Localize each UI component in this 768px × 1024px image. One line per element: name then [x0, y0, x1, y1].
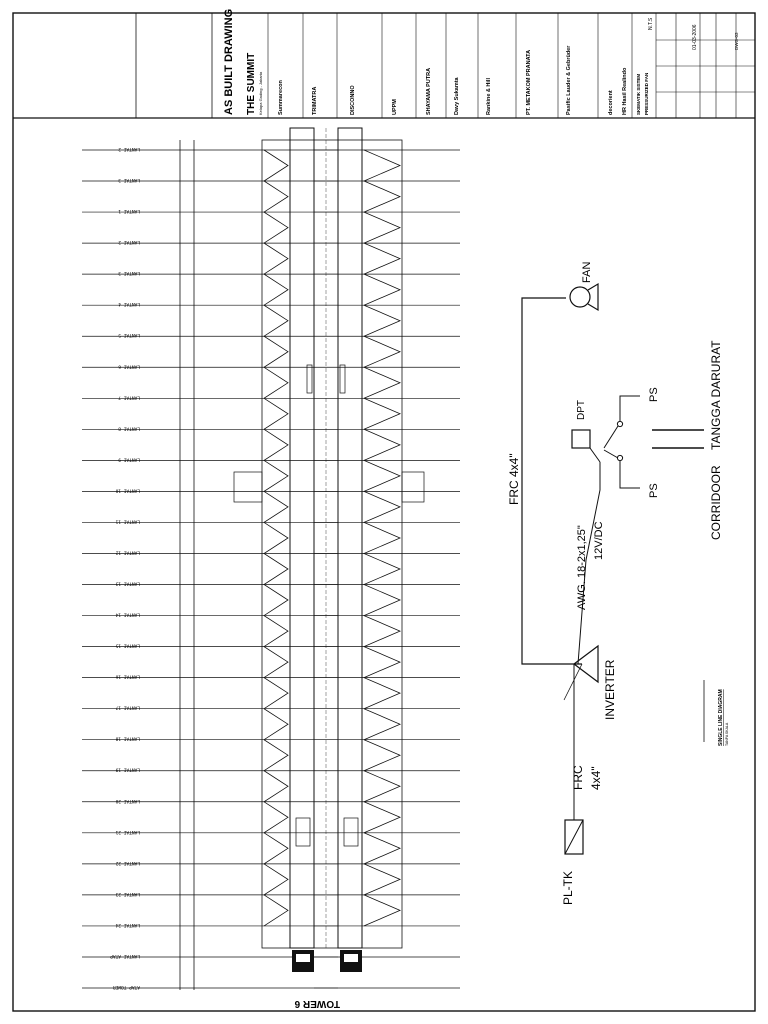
- firm-name: SHAYAMA PUTRA: [426, 68, 432, 115]
- floor-label: LANTAI 24: [115, 922, 140, 928]
- firm-name: Davy Sukamta: [454, 76, 460, 115]
- date-value: 01-03-2006: [692, 24, 698, 50]
- drawing-number: DWG-03: [734, 32, 739, 50]
- frc-lower-label-1: FRC: [571, 765, 585, 790]
- floor-label: LANTAI 21: [115, 829, 140, 835]
- floor-label: LANTAI 19: [115, 767, 140, 773]
- voltage-label: 12V/DC: [593, 521, 605, 560]
- project-title: THE SUMMIT: [246, 53, 257, 115]
- floor-levels: LANTAI 2 LANTAI 3 LANTAI 1 LANTAI 2 LANTAI 3…: [82, 140, 460, 990]
- single-line-diagram: [521, 282, 705, 855]
- firm-name: Rankine & Hill: [486, 78, 492, 115]
- awg-label: AWG. 18-2x1,25": [576, 525, 588, 610]
- floor-label: LANTAI 17: [115, 705, 140, 711]
- dpt-label: DPT: [576, 400, 587, 420]
- floor-label: LANTAI 4: [118, 301, 140, 307]
- firm-name: TRIMATRA: [312, 87, 318, 115]
- floor-label: LANTAI 18: [115, 736, 140, 742]
- floor-label: LANTAI 15: [115, 643, 140, 649]
- ps-top-label: PS: [648, 387, 660, 402]
- title-block-cells: [267, 13, 755, 118]
- floor-label: ATAP TOWER: [113, 984, 140, 990]
- firm-name: DISCONNO: [350, 85, 356, 115]
- firm-name: Summarecon: [278, 80, 284, 115]
- floor-label: LANTAI ATAP: [110, 953, 140, 959]
- inverter-label: INVERTER: [603, 659, 617, 720]
- floor-label: LANTAI 9: [118, 456, 140, 462]
- project-subtitle: Kelapa Gading - Jakarta: [258, 71, 263, 115]
- ps-bottom-label: PS: [648, 483, 660, 498]
- frc-main-label: FRC 4x4": [507, 453, 521, 505]
- floor-label: LANTAI 16: [115, 674, 140, 680]
- floor-label: LANTAI 1: [118, 208, 140, 214]
- floor-label: LANTAI 12: [115, 549, 140, 555]
- pltk-label: PL-TK: [561, 871, 575, 905]
- fan-symbol: [569, 286, 591, 308]
- floor-label: LANTAI 22: [115, 860, 140, 866]
- tower-label: TOWER 6: [294, 998, 340, 1009]
- pressurization-shaft: [233, 127, 425, 989]
- floor-label: LANTAI 7: [118, 394, 140, 400]
- as-built-title: AS BUILT DRAWING: [223, 9, 235, 115]
- drawing-title-2: PRESSURIZED FAN: [644, 73, 649, 115]
- firm-name: HR Hasil Realindo: [622, 67, 628, 115]
- floor-label: LANTAI 2: [118, 146, 140, 152]
- floor-label: LANTAI 3: [118, 270, 140, 276]
- single-line-title: SINGLE LINE DIAGRAM: [718, 689, 724, 746]
- floor-label: LANTAI 3: [118, 177, 140, 183]
- floor-label: LANTAI 2: [118, 239, 140, 245]
- firm-logos: Summarecon TRIMATRA DISCONNO UPPM SHAYAMA PU…: [278, 45, 628, 115]
- drawing-title-1: SKEMATIK SISTEM: [636, 74, 641, 115]
- corridor-label: CORRIDOOR: [709, 465, 723, 540]
- floor-label: LANTAI 14: [115, 612, 140, 618]
- fan-label: FAN: [581, 262, 593, 283]
- floor-label: LANTAI 6: [118, 363, 140, 369]
- floor-label: LANTAI 8: [118, 425, 140, 431]
- sheet-border: [12, 12, 756, 1012]
- floor-label: LANTAI 13: [115, 581, 140, 587]
- inverter-symbol: [573, 644, 599, 684]
- firm-name: UPPM: [392, 99, 398, 115]
- firm-name: Pasific Lauder & Gebrüder: [566, 45, 572, 115]
- floor-label: LANTAI 11: [115, 518, 140, 524]
- floor-label: LANTAI 20: [115, 798, 140, 804]
- floor-label: LANTAI 5: [118, 332, 140, 338]
- single-line-subtitle: TANPA SKALA: [725, 722, 729, 746]
- scale-value: N.T.S: [648, 17, 654, 30]
- firm-name: decorient: [608, 90, 614, 115]
- floor-label: LANTAI 23: [115, 891, 140, 897]
- frc-lower-label-2: 4x4": [589, 766, 603, 790]
- floor-label: LANTAI 10: [115, 487, 140, 493]
- dpt-box: [571, 429, 591, 449]
- firm-name: PT. METAKOM PRANATA: [526, 50, 532, 115]
- frc-main-cable: [521, 297, 582, 665]
- tangga-label: TANGGA DARURAT: [709, 340, 723, 450]
